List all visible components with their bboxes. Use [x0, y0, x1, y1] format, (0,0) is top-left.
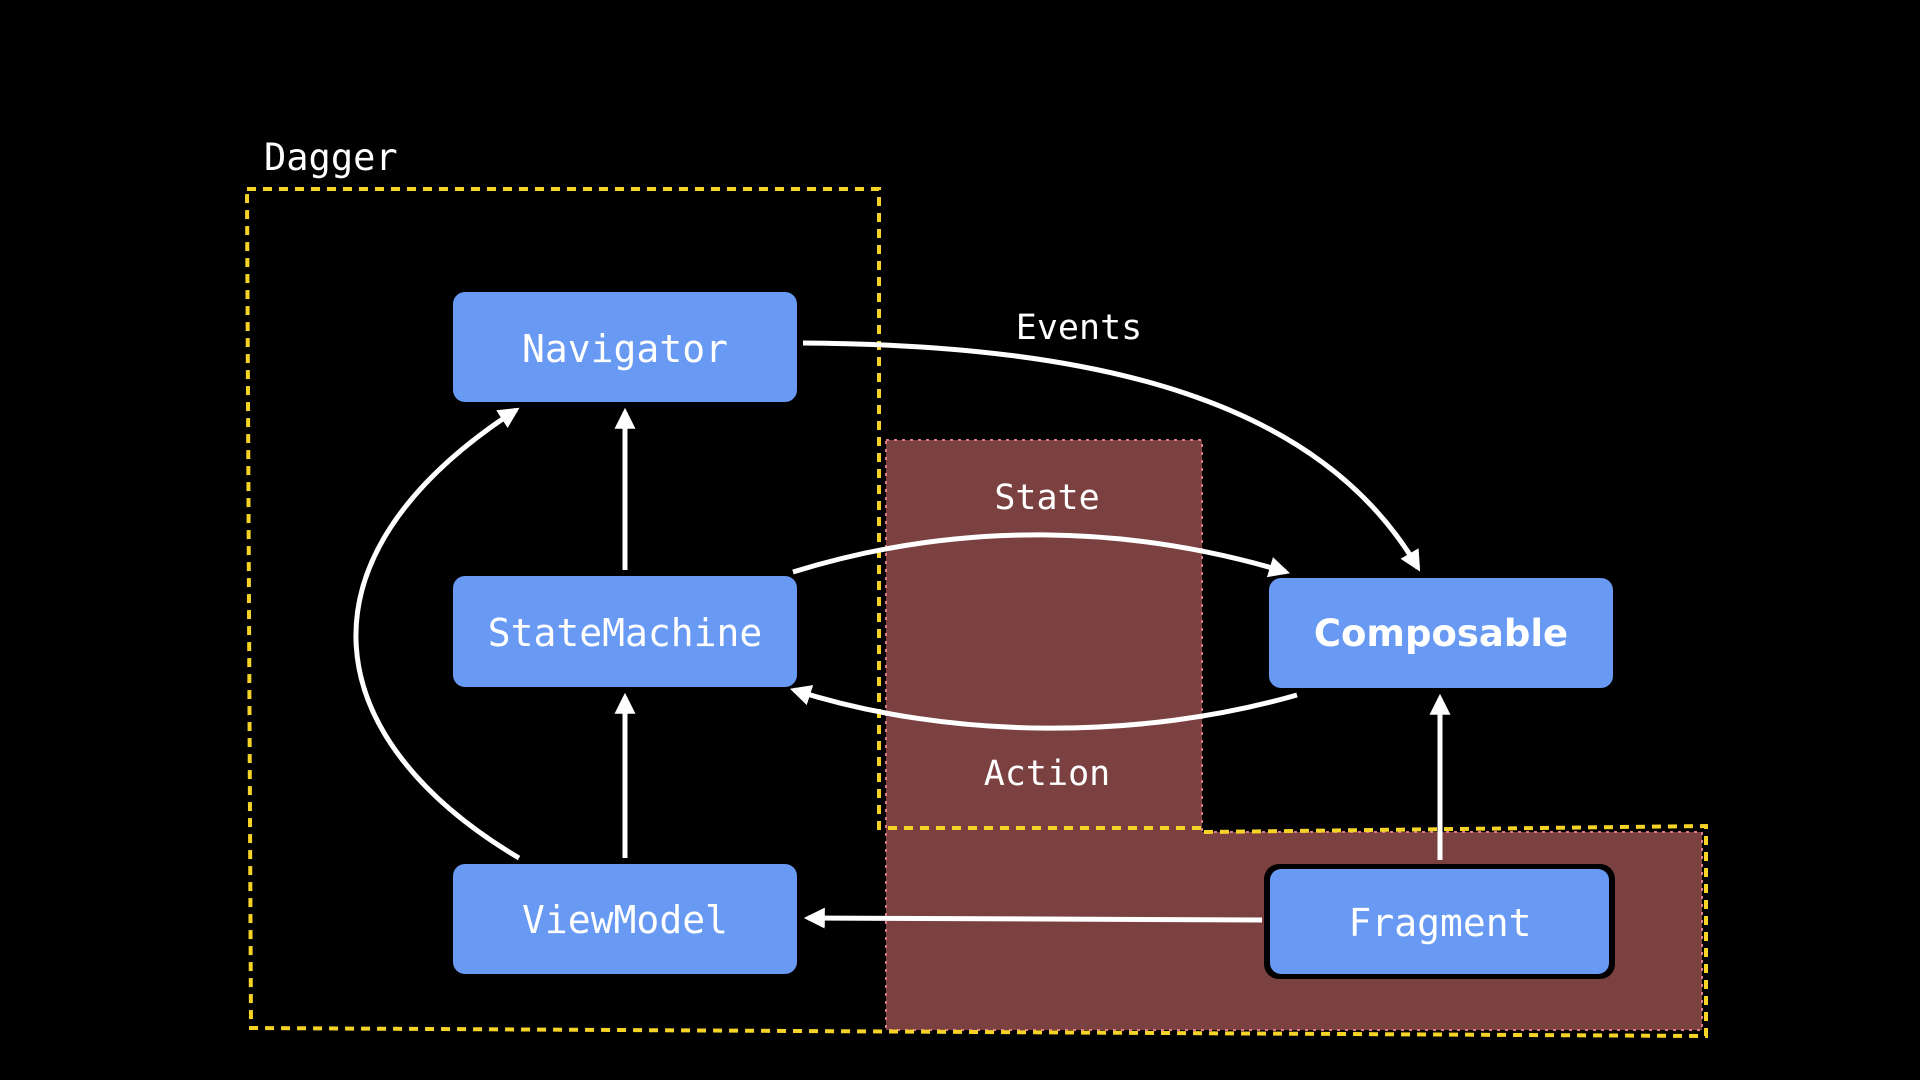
arrow-statemachine-to-composable — [792, 532, 1291, 578]
arrow-composable-to-statemachine — [789, 685, 1298, 731]
arrow-viewmodel-to-navigator — [353, 407, 521, 861]
fragment-node: Fragment — [1264, 864, 1615, 979]
arrow-navigator-to-composable — [802, 340, 1421, 572]
statemachine-node-label: StateMachine — [488, 611, 763, 655]
statemachine-node: StateMachine — [453, 576, 797, 687]
navigator-node: Navigator — [453, 292, 797, 402]
composable-node: Composable — [1269, 578, 1613, 688]
fragment-node-label: Fragment — [1348, 901, 1531, 945]
arrow-fragment-to-viewmodel — [803, 907, 1263, 929]
dagger-label: Dagger — [264, 136, 398, 179]
viewmodel-node: ViewModel — [453, 864, 797, 974]
dagger-boundary — [244, 187, 1708, 1039]
action-label: Action — [984, 754, 1110, 794]
events-label: Events — [1016, 308, 1142, 348]
composable-node-label: Composable — [1314, 612, 1568, 655]
state-label: State — [994, 478, 1099, 518]
navigator-node-label: Navigator — [522, 327, 728, 371]
viewmodel-node-label: ViewModel — [522, 898, 728, 942]
